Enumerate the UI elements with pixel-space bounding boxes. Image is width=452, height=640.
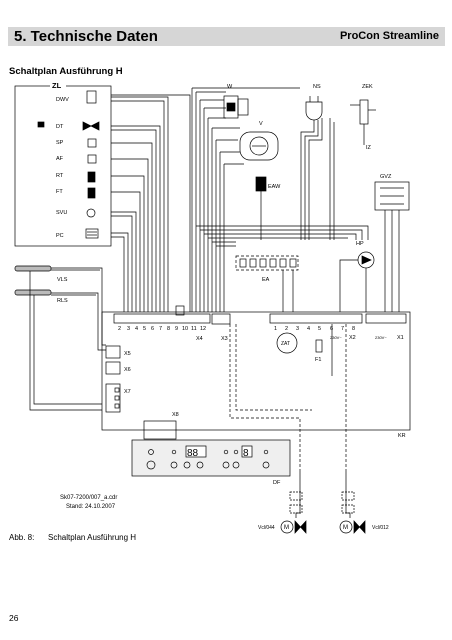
term-r-7: 7 <box>341 326 344 332</box>
term-r-3: 3 <box>296 326 299 332</box>
label-ns: NS <box>313 84 321 90</box>
term-r-6: 6 <box>330 326 333 332</box>
label-w: W <box>227 84 233 90</box>
label-zat: ZAT <box>281 341 290 347</box>
term-l-9: 9 <box>175 326 178 332</box>
label-gvz: GVZ <box>380 174 392 180</box>
zl-label: ZL <box>52 81 62 90</box>
term-r-2: 2 <box>285 326 288 332</box>
page-title: 5. Technische Daten <box>14 28 158 45</box>
term-l-4: 4 <box>135 326 138 332</box>
term-r-1: 1 <box>274 326 277 332</box>
term-r-5: 5 <box>318 326 321 332</box>
term-l-11: 11 <box>191 326 197 332</box>
header-bar: 5. Technische Daten ProCon Streamline <box>8 27 445 46</box>
mains-x1: 230V~ <box>375 335 387 340</box>
figure-caption: Abb. 8: Schaltplan Ausführung H <box>9 533 136 542</box>
display-digits-1: 88 <box>187 448 199 459</box>
label-df: DF <box>273 480 281 486</box>
valve-group: M M Vcl/044 Vcl/012 <box>258 470 389 534</box>
component-hp: HP <box>339 241 375 312</box>
valve-label-2: Vcl/012 <box>372 525 389 531</box>
zl-rt: RT <box>56 173 64 179</box>
term-l-3: 3 <box>127 326 130 332</box>
label-hp: HP <box>356 241 364 247</box>
wire-bundle <box>111 87 369 312</box>
component-gvz: GVZ <box>374 174 410 312</box>
caption-label: Abb. 8: <box>9 533 35 542</box>
page-number: 26 <box>9 613 19 623</box>
term-r-8: 8 <box>352 326 355 332</box>
sensors: VLS RLS <box>14 265 106 411</box>
label-x8: X8 <box>172 412 179 418</box>
sensor-rls: RLS <box>57 298 68 304</box>
label-x2: X2 <box>349 335 356 341</box>
label-x7: X7 <box>124 389 131 395</box>
control-board: KR 2 3 4 5 6 7 8 9 10 11 12 X4 X3 1 2 3 … <box>101 305 411 470</box>
section-title: Schaltplan Ausführung H <box>9 66 123 77</box>
component-zek: ZEK IZ <box>329 84 376 240</box>
label-x6: X6 <box>124 367 131 373</box>
zl-svu: SVU <box>56 210 67 216</box>
motor-2: M <box>343 525 348 531</box>
zl-af: AF <box>56 156 64 162</box>
term-l-7: 7 <box>159 326 162 332</box>
zl-pc: PC <box>56 233 64 239</box>
label-f1: F1 <box>315 357 321 363</box>
zl-dwv: DWV <box>56 97 69 103</box>
term-l-12: 12 <box>200 326 206 332</box>
component-v: V <box>239 121 279 161</box>
label-ea: EA <box>262 277 270 283</box>
label-x5: X5 <box>124 351 131 357</box>
term-l-6: 6 <box>151 326 154 332</box>
label-v: V <box>259 121 263 127</box>
file-ref: Sk07-7200/007_a.cdr <box>60 495 117 501</box>
term-l-2: 2 <box>118 326 121 332</box>
term-r-4: 4 <box>307 326 310 332</box>
valve-label-1: Vcl/044 <box>258 525 275 531</box>
zl-dt: DT <box>56 124 64 130</box>
display-unit: 88 8 DF <box>131 420 291 486</box>
term-l-8: 8 <box>167 326 170 332</box>
component-w: W <box>223 84 249 119</box>
term-l-10: 10 <box>182 326 188 332</box>
display-digits-2: 8 <box>243 448 249 459</box>
label-iz: IZ <box>366 145 372 151</box>
label-x4: X4 <box>196 336 203 342</box>
file-stand: Stand: 24.10.2007 <box>66 504 116 510</box>
label-x1: X1 <box>397 335 404 341</box>
product-name: ProCon Streamline <box>339 30 439 42</box>
caption-text: Schaltplan Ausführung H <box>48 533 137 542</box>
component-eaw: EAW <box>255 176 281 240</box>
motor-1: M <box>284 525 289 531</box>
label-eaw: EAW <box>268 184 281 190</box>
label-zek: ZEK <box>362 84 373 90</box>
label-kr: KR <box>398 433 406 439</box>
zl-ft: FT <box>56 189 63 195</box>
term-l-5: 5 <box>143 326 146 332</box>
mains-x2: 230V~ <box>330 335 342 340</box>
component-ea: EA <box>235 255 299 312</box>
label-x3: X3 <box>221 336 228 342</box>
zl-panel: ZL DWV DT SP AF RT FT SVU PC <box>14 81 112 247</box>
component-ns: NS <box>300 84 323 240</box>
zl-sp: SP <box>56 140 64 146</box>
sensor-vls: VLS <box>57 277 68 283</box>
